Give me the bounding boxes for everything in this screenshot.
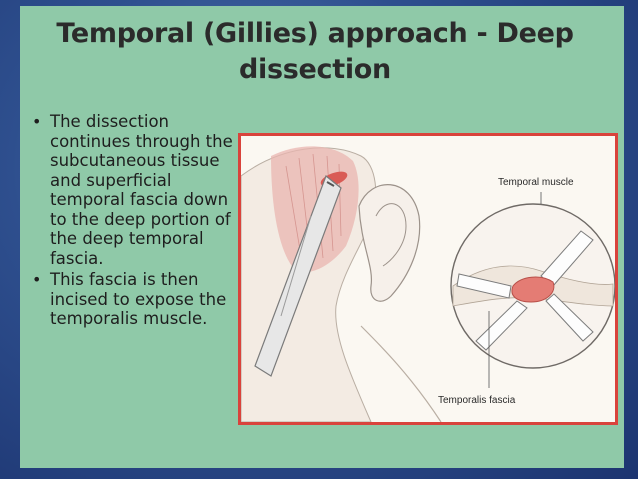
elevator-instrument-icon	[254, 175, 342, 377]
retractor-left	[456, 273, 512, 299]
retractor-lower-right	[545, 293, 594, 342]
title-line-1: Temporal (Gillies) approach - Deep	[56, 18, 574, 49]
bullet-item: • The dissection continues through the s…	[24, 112, 238, 268]
bullet-list: • The dissection continues through the s…	[24, 112, 238, 331]
exposed-muscle	[511, 276, 555, 303]
bullet-item: • This fascia is then incised to expose …	[24, 270, 238, 329]
label-temporalis-fascia: Temporalis fascia	[438, 395, 516, 406]
slide-title: Temporal (Gillies) approach - Deep disse…	[30, 16, 600, 88]
illustration-drawing	[241, 146, 615, 422]
surgical-illustration: Temporal muscle Temporalis fascia	[238, 133, 618, 425]
label-temporal-muscle: Temporal muscle	[498, 177, 574, 188]
bullet-marker: •	[32, 270, 42, 289]
ear-inner-fold	[375, 203, 407, 267]
bullet-text: This fascia is then incised to expose th…	[50, 270, 227, 328]
title-line-2: dissection	[239, 54, 391, 85]
jaw-line	[360, 325, 442, 422]
bullet-marker: •	[32, 112, 42, 131]
magnified-view	[450, 203, 615, 369]
bullet-text: The dissection continues through the sub…	[50, 112, 233, 268]
ear-icon	[358, 184, 421, 302]
